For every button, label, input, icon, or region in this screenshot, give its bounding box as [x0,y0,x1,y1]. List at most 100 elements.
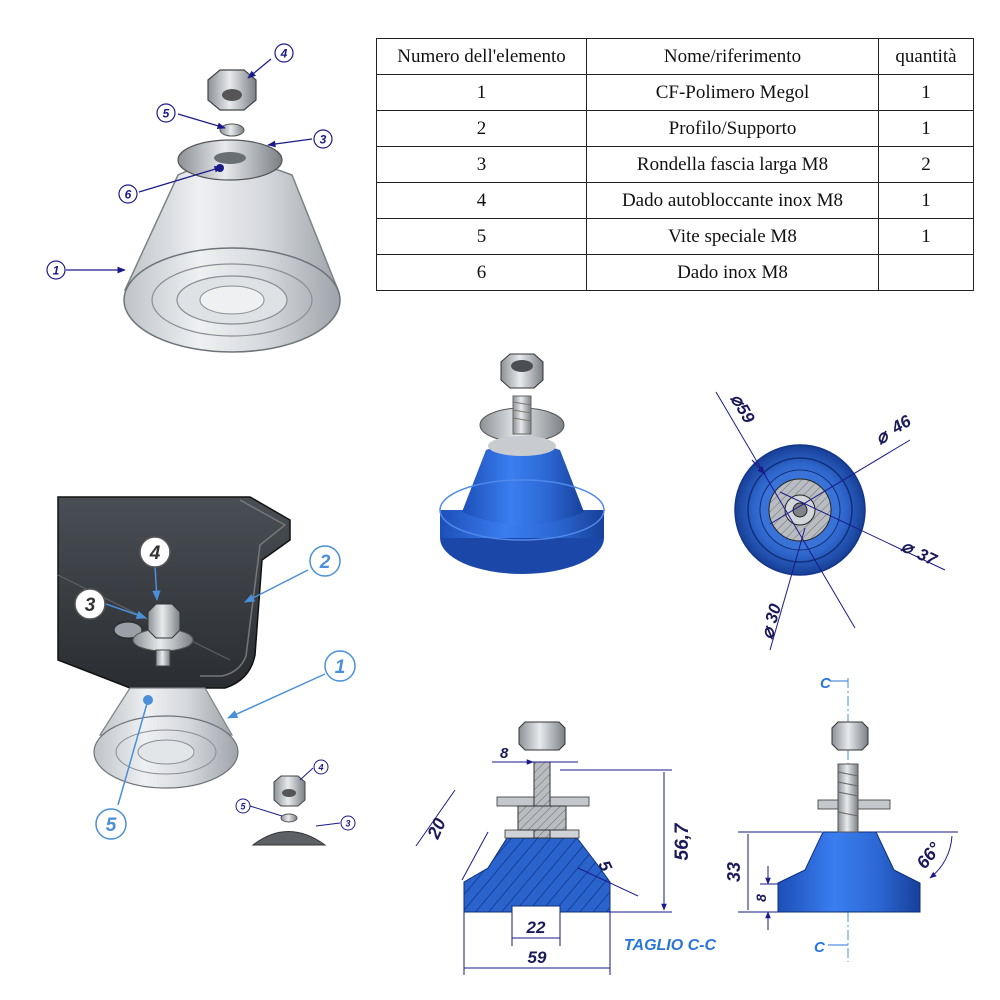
assembly-leader-1 [227,673,326,719]
svg-text:46: 46 [887,411,914,438]
cell-qty [878,254,974,291]
small-bolt-head [280,813,298,823]
side-angle-arc [929,835,953,879]
exploded-leader-4 [247,58,272,79]
exploded-leader-6 [138,165,223,193]
side-dim-33: 33 [724,862,744,882]
exploded-washer-hole [214,152,246,164]
svg-text:3: 3 [345,819,350,829]
cell-qty: 1 [878,74,974,111]
iso-bolt [512,395,532,435]
side-cut-label-bottom: C [814,939,826,956]
top-dim-line-37 [779,491,946,571]
exploded-callout-4: 4 [274,43,294,63]
table-header-row: Numero dell'elemento Nome/riferimento qu… [376,38,974,75]
assembly-dot-5 [143,695,153,705]
iso-nut-hole [511,360,533,372]
side-top-nut [831,721,869,751]
side-bolt-thread [837,771,859,817]
assembly-leader-2 [244,569,309,603]
assembly-nut [147,603,181,639]
svg-text:2: 2 [319,552,331,573]
cell-number: 2 [376,110,587,147]
iso-base-top [439,479,605,541]
section-view: 8 56,7 20 5 22 59 TAGLIO C-C [415,721,717,975]
top-dim-line-59 [715,391,856,629]
exploded-view: 4 5 3 6 1 [46,43,341,353]
svg-text:1: 1 [335,657,346,678]
cell-name: Dado autobloccante inox M8 [586,182,879,219]
exploded-callout-1: 1 [46,260,66,280]
svg-text:4: 4 [149,543,161,564]
cell-name: Dado inox M8 [586,254,879,291]
assembly-bolt [155,649,171,667]
assembly-leader-3 [105,603,147,619]
cell-number: 6 [376,254,587,291]
bracket-profile [57,496,291,689]
top-dim-46: ⌀ 46 [872,411,915,448]
section-dim-20: 20 [423,815,450,842]
exploded-callout-6: 6 [118,184,138,204]
assembly-mount-ring [137,739,195,765]
small-leader-5 [249,805,283,817]
exploded-nut-hole [222,89,242,101]
bracket-edge [200,499,287,677]
svg-text:30: 30 [762,601,786,625]
section-dim-line-20 [415,789,456,847]
cell-number: 1 [376,74,587,111]
exploded-callout-3: 3 [313,129,333,149]
svg-text:4: 4 [317,763,323,773]
svg-text:5: 5 [106,815,117,836]
exploded-mount-ring [151,263,313,337]
section-top-nut [518,721,566,751]
small-nut-hole [282,789,296,797]
top-view: ⌀ 59 ⌀ 46 ⌀ 37 ⌀ 30 [715,390,946,651]
header-item-number: Numero dell'elemento [376,38,587,75]
blue-iso-view [439,353,605,574]
top-rim [747,457,853,563]
svg-text:3: 3 [85,595,96,616]
table-row: 5 Vite speciale M8 1 [376,218,974,255]
small-washer [251,831,327,846]
assembly-leader-5 [117,699,149,806]
exploded-dot-6 [216,164,224,172]
svg-text:5: 5 [163,107,170,121]
section-dim-56-7: 56,7 [672,822,693,860]
exploded-mount-ring [199,285,265,315]
side-cut-label-top: C [820,675,832,692]
section-dim-22: 22 [526,918,546,937]
iso-washer-shadow [488,436,556,456]
svg-text:6: 6 [125,188,132,202]
assembly-callout-2: 2 [309,545,341,577]
assembly-callout-3: 3 [74,588,106,620]
small-exploded-view: 4 5 3 [235,759,356,846]
top-dim-line-46 [769,439,911,525]
parts-table: Numero dell'elemento Nome/riferimento qu… [376,38,974,291]
cell-number: 5 [376,218,587,255]
section-body [463,837,611,913]
svg-text:3: 3 [320,133,327,147]
top-dim-line-30 [769,527,806,651]
section-nut [517,805,567,831]
table-row: 4 Dado autobloccante inox M8 1 [376,182,974,219]
section-dim-8: 8 [500,745,509,762]
exploded-bolt-head [219,123,245,137]
table-row: 6 Dado inox M8 [376,254,974,291]
section-title: TAGLIO C-C [624,937,717,954]
header-name: Nome/riferimento [586,38,879,75]
svg-text:4: 4 [280,47,288,61]
table-row: 1 CF-Polimero Megol 1 [376,74,974,111]
cell-qty: 1 [878,182,974,219]
top-dim-59: ⌀ 59 [727,390,759,427]
assembly-callout-4: 4 [139,536,171,568]
assembly-callout-1: 1 [324,650,356,682]
bracket-slot [113,621,143,639]
side-dim-8: 8 [753,894,769,902]
cell-name: Rondella fascia larga M8 [586,146,879,183]
small-callout-3: 3 [340,815,356,831]
section-dim-ext-20 [461,831,489,881]
small-callout-5: 5 [235,798,251,814]
iso-cone [462,443,584,525]
small-leader-4 [299,767,314,781]
top-dim-arrow [751,459,766,475]
